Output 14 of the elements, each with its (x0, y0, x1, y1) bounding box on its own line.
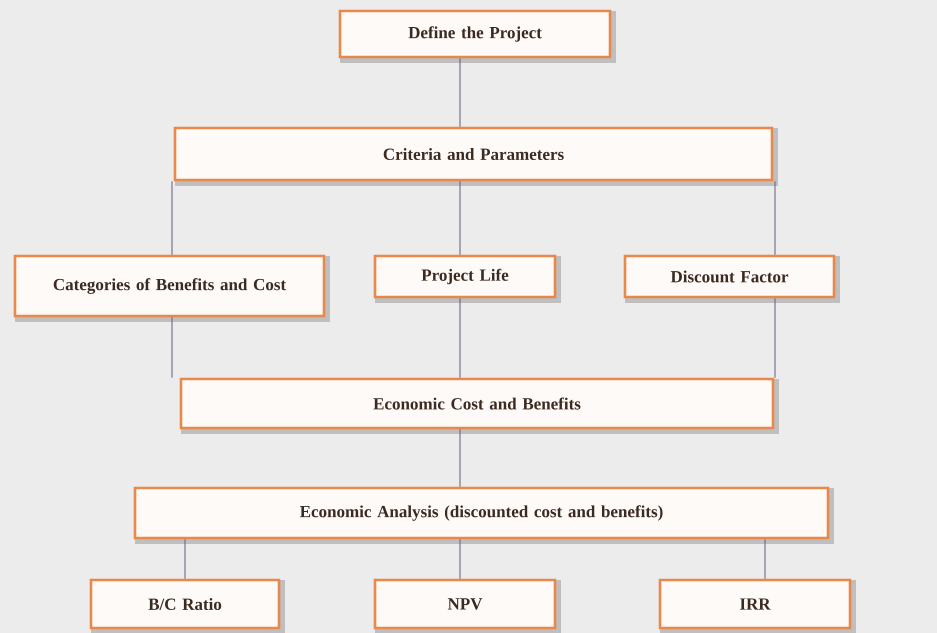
connector-line (184, 538, 186, 580)
process-box: Economic Analysis (discounted cost and benefits) (134, 486, 834, 544)
process-box: Discount Factor (624, 254, 840, 303)
process-box: IRR (658, 578, 856, 633)
process-box: B/C Ratio (90, 578, 285, 633)
process-box: Categories of Benefits and Cost (14, 254, 330, 322)
process-box: Economic Cost and Benefits (180, 378, 779, 434)
process-box: NPV (374, 578, 561, 633)
process-box: Criteria and Parameters (174, 126, 778, 186)
connector-line (774, 298, 776, 378)
process-box: Define the Project (338, 10, 616, 63)
connector-line (764, 538, 766, 580)
process-box: Project Life (374, 254, 561, 303)
connector-line (774, 180, 776, 256)
